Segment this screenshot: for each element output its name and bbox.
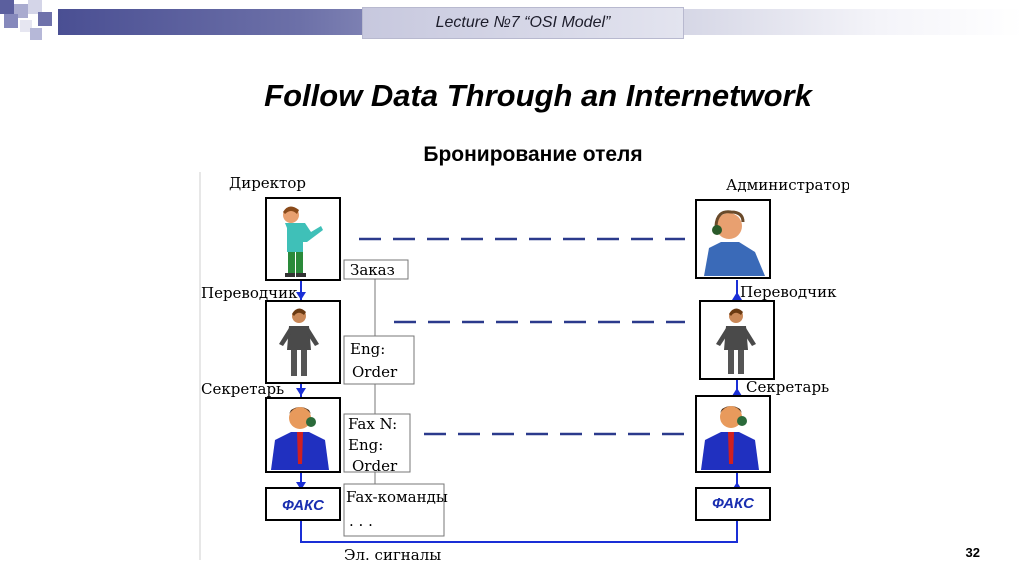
- right-fax-box: ФАКС: [695, 487, 771, 521]
- decor-square: [0, 0, 14, 14]
- left-fax-box: ФАКС: [265, 487, 341, 521]
- eng-label-2: Eng:: [348, 436, 383, 454]
- left-secretary-figure: [265, 397, 341, 473]
- decor-square: [30, 28, 42, 40]
- eng-label: Eng:: [350, 340, 385, 358]
- left-fax-label: ФАКС: [282, 497, 325, 514]
- director-figure: [265, 197, 341, 281]
- lecture-banner: Lecture №7 “OSI Model”: [362, 7, 684, 39]
- decor-square: [4, 14, 18, 28]
- right-translator-label: Переводчик: [740, 283, 837, 301]
- fax-n-label: Fax N:: [348, 415, 397, 433]
- right-fax-label: ФАКС: [712, 495, 755, 512]
- lecture-title: Lecture №7 “OSI Model”: [435, 14, 611, 31]
- fax-n-box: [343, 413, 411, 473]
- right-secretary-figure: [695, 395, 771, 473]
- administrator-label: Администратор: [726, 176, 849, 194]
- hotel-booking-diagram: Заказ Eng: Order Fax N: Eng: Order Fax-к…: [199, 172, 849, 564]
- decor-square: [38, 12, 52, 26]
- arrow-head: [296, 482, 306, 490]
- fax-commands-label: Fax-команды: [346, 488, 448, 506]
- left-translator-figure: [265, 300, 341, 384]
- decor-square: [28, 0, 42, 14]
- order-box: [343, 259, 409, 280]
- header-bar: Lecture №7 “OSI Model”: [0, 0, 1024, 46]
- left-secretary-label: Секретарь: [201, 380, 284, 398]
- fax-commands-box: [343, 483, 445, 537]
- left-translator-label: Переводчик: [201, 284, 298, 302]
- dots-label: . . .: [349, 512, 373, 530]
- slide-subtitle: Бронирование отеля: [423, 143, 643, 166]
- order-label: Заказ: [350, 261, 395, 279]
- right-translator-figure: [699, 300, 775, 380]
- slide-number: 32: [965, 545, 980, 560]
- order-en-label-2: Order: [352, 457, 398, 475]
- signals-label: Эл. сигналы: [344, 546, 441, 564]
- eng-order-box: [343, 335, 415, 385]
- arrow-head: [732, 292, 742, 300]
- arrow-head: [296, 388, 306, 396]
- order-en-label: Order: [352, 363, 398, 381]
- decor-square: [20, 20, 32, 32]
- arrow-head: [732, 388, 742, 396]
- director-label: Директор: [229, 174, 306, 192]
- right-secretary-label: Секретарь: [746, 378, 829, 396]
- signal-line: [300, 520, 738, 543]
- slide-title: Follow Data Through an Internetwork: [264, 78, 812, 113]
- arrow-head: [296, 292, 306, 300]
- administrator-figure: [695, 199, 771, 279]
